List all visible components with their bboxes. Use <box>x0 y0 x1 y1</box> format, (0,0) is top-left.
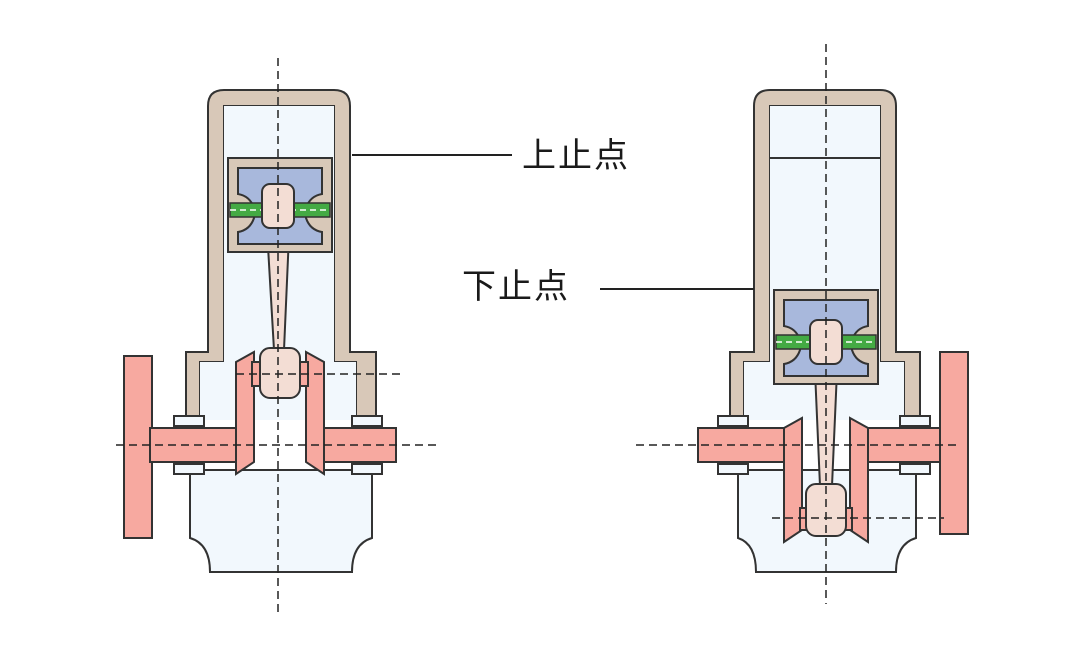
label-top-dead-center: 上止点 <box>522 136 630 176</box>
flywheel-left <box>123 355 153 539</box>
flywheel-right <box>939 351 969 535</box>
bearing-left-a <box>173 415 205 427</box>
bearing-right-b <box>899 415 931 427</box>
crankcase-left <box>189 469 373 573</box>
engine-top-dead-center <box>116 58 440 612</box>
bearing-right-d <box>899 463 931 475</box>
engine-bottom-dead-center <box>636 44 969 604</box>
rod-big-end-right <box>805 483 847 537</box>
bearing-left-d <box>351 463 383 475</box>
bearing-right-c <box>717 463 749 475</box>
bearing-left-b <box>351 415 383 427</box>
rod-big-end-left <box>259 347 301 399</box>
crank-web-right-b <box>849 416 869 544</box>
label-bottom-dead-center: 下止点 <box>462 267 570 307</box>
crankshaft-left-b <box>321 427 397 463</box>
bearing-left-c <box>173 463 205 475</box>
crank-web-left-a <box>235 350 255 476</box>
bearing-right-a <box>717 415 749 427</box>
crank-web-left-b <box>305 350 325 476</box>
